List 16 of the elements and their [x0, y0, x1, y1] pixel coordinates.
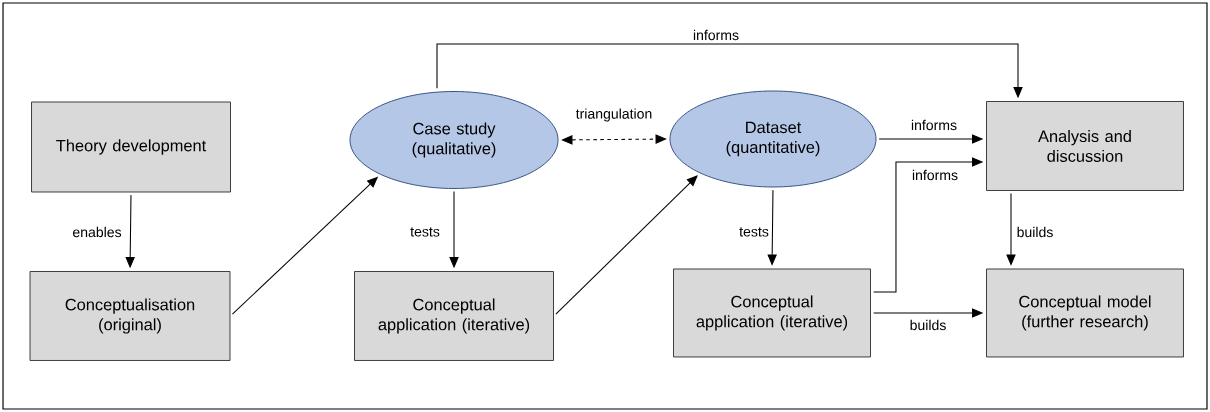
process-box: Conceptual application (iterative) — [354, 271, 554, 361]
edge-label: informs — [910, 168, 960, 182]
process-box: Conceptual model (further research) — [986, 268, 1184, 358]
edge-label: informs — [909, 118, 959, 132]
edge-label: triangulation — [573, 106, 655, 124]
edge-label: tests — [408, 225, 442, 239]
edge-label: tests — [737, 225, 771, 239]
edge-label: builds — [1014, 225, 1056, 239]
edge-label: builds — [907, 318, 949, 332]
process-box: Theory development — [31, 101, 231, 193]
edge-label: informs — [691, 28, 741, 42]
process-box: Conceptualisation (original) — [29, 271, 231, 361]
process-box: Analysis and discussion — [986, 101, 1184, 191]
process-box: Conceptual application (iterative) — [673, 268, 871, 358]
arrow — [555, 175, 698, 315]
edge-label: enables — [70, 225, 124, 239]
